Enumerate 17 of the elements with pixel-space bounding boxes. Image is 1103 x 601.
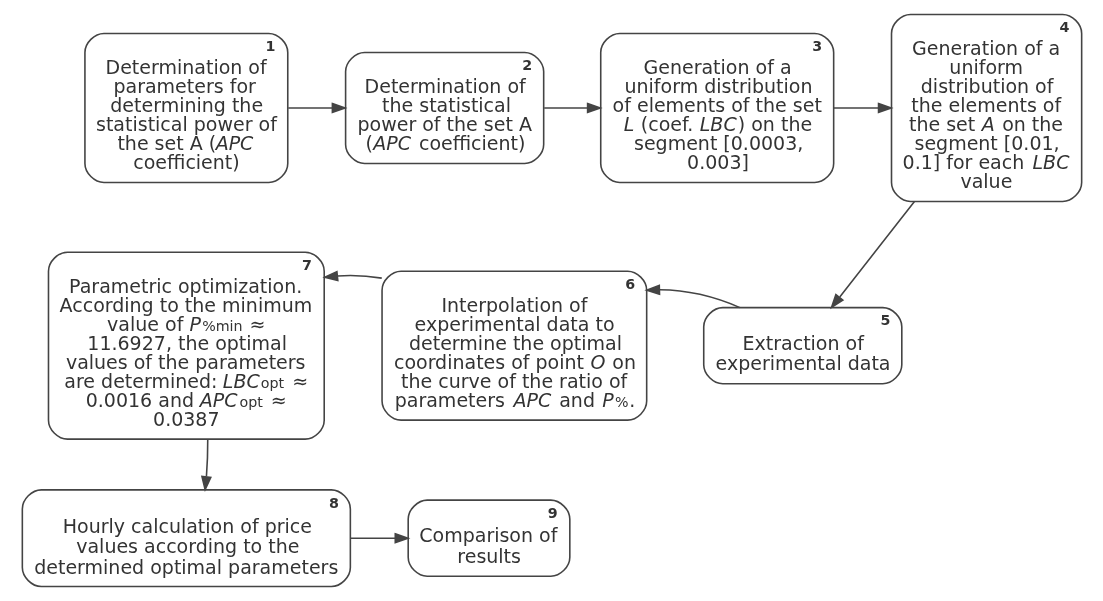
arrow bbox=[643, 284, 741, 309]
arrow bbox=[542, 102, 603, 114]
arrow bbox=[349, 532, 410, 544]
arrow bbox=[321, 270, 383, 282]
node-box: 2 Determination of the statistical power of the set A (APC coefficient) bbox=[344, 51, 544, 165]
node-box: 9 Comparison of results bbox=[406, 499, 571, 577]
node-box: 5 Extraction of experimental data bbox=[702, 306, 903, 385]
node-box: 1 Determination of parameters for determining the statistical power of the set A (APC coefficient) bbox=[83, 32, 289, 184]
arrow bbox=[286, 102, 347, 114]
node-box: 3 Generation of a uniform distribution of elements of the set L (coef. LBC) on the segment [0.0003, 0.003] bbox=[599, 32, 834, 184]
arrow bbox=[829, 200, 915, 310]
node-box: 8 Hourly calculation of price values according to the determined optimal parameters bbox=[21, 489, 351, 588]
arrow bbox=[200, 438, 212, 492]
node-box: 6 Interpolation of experimental data to determine the optimal coordinates of point O on the curve of the ratio of parameters APC and P%. bbox=[380, 270, 647, 421]
arrow bbox=[832, 102, 894, 114]
node-box: 4 Generation of a uniform distribution of the elements of the set A on the segment [0.01, 0.1] for each LBC value bbox=[890, 13, 1082, 203]
node-box: 7 Parametric optimization. According to the minimum value of P%min ≈ 11.6927, the optimal values of the parameters are determined: LBCopt ≈ 0.0016 and APCopt ≈ 0.0387 bbox=[47, 251, 325, 440]
